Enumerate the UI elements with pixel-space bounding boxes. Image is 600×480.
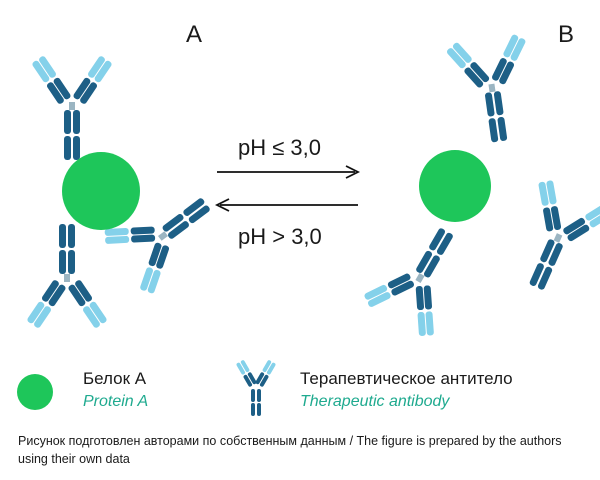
figure-canvas: A B pH ≤ 3,0 pH > 3,0 [17, 21, 600, 416]
forward-condition-label: pH ≤ 3,0 [238, 135, 321, 160]
legend-antibody-label-ru: Терапевтическое антитело [300, 369, 513, 388]
legend-antibody-icon [235, 359, 277, 416]
panel-label-a: A [186, 21, 202, 48]
panel-label-b: B [558, 21, 574, 48]
legend-antibody-label-en: Therapeutic antibody [300, 393, 450, 410]
antibody-free-bottom [359, 210, 483, 343]
reverse-condition-label: pH > 3,0 [238, 224, 322, 249]
legend-protein-icon [17, 374, 53, 410]
antibody-bound-top [31, 55, 113, 160]
antibody-free-top [444, 31, 540, 148]
antibody-bound-bottom-left [26, 224, 108, 329]
complex-bound [26, 55, 231, 329]
dissociated-state [359, 31, 600, 343]
equilibrium-arrows [214, 165, 361, 212]
figure-caption: Рисунок подготовлен авторами по собствен… [18, 434, 562, 466]
protein-a-sphere-bound [62, 152, 140, 230]
legend-protein-label-ru: Белок А [83, 369, 147, 388]
antibody-free-right [498, 174, 600, 304]
protein-a-sphere-free [419, 150, 491, 222]
legend-protein-label-en: Protein A [83, 393, 149, 410]
